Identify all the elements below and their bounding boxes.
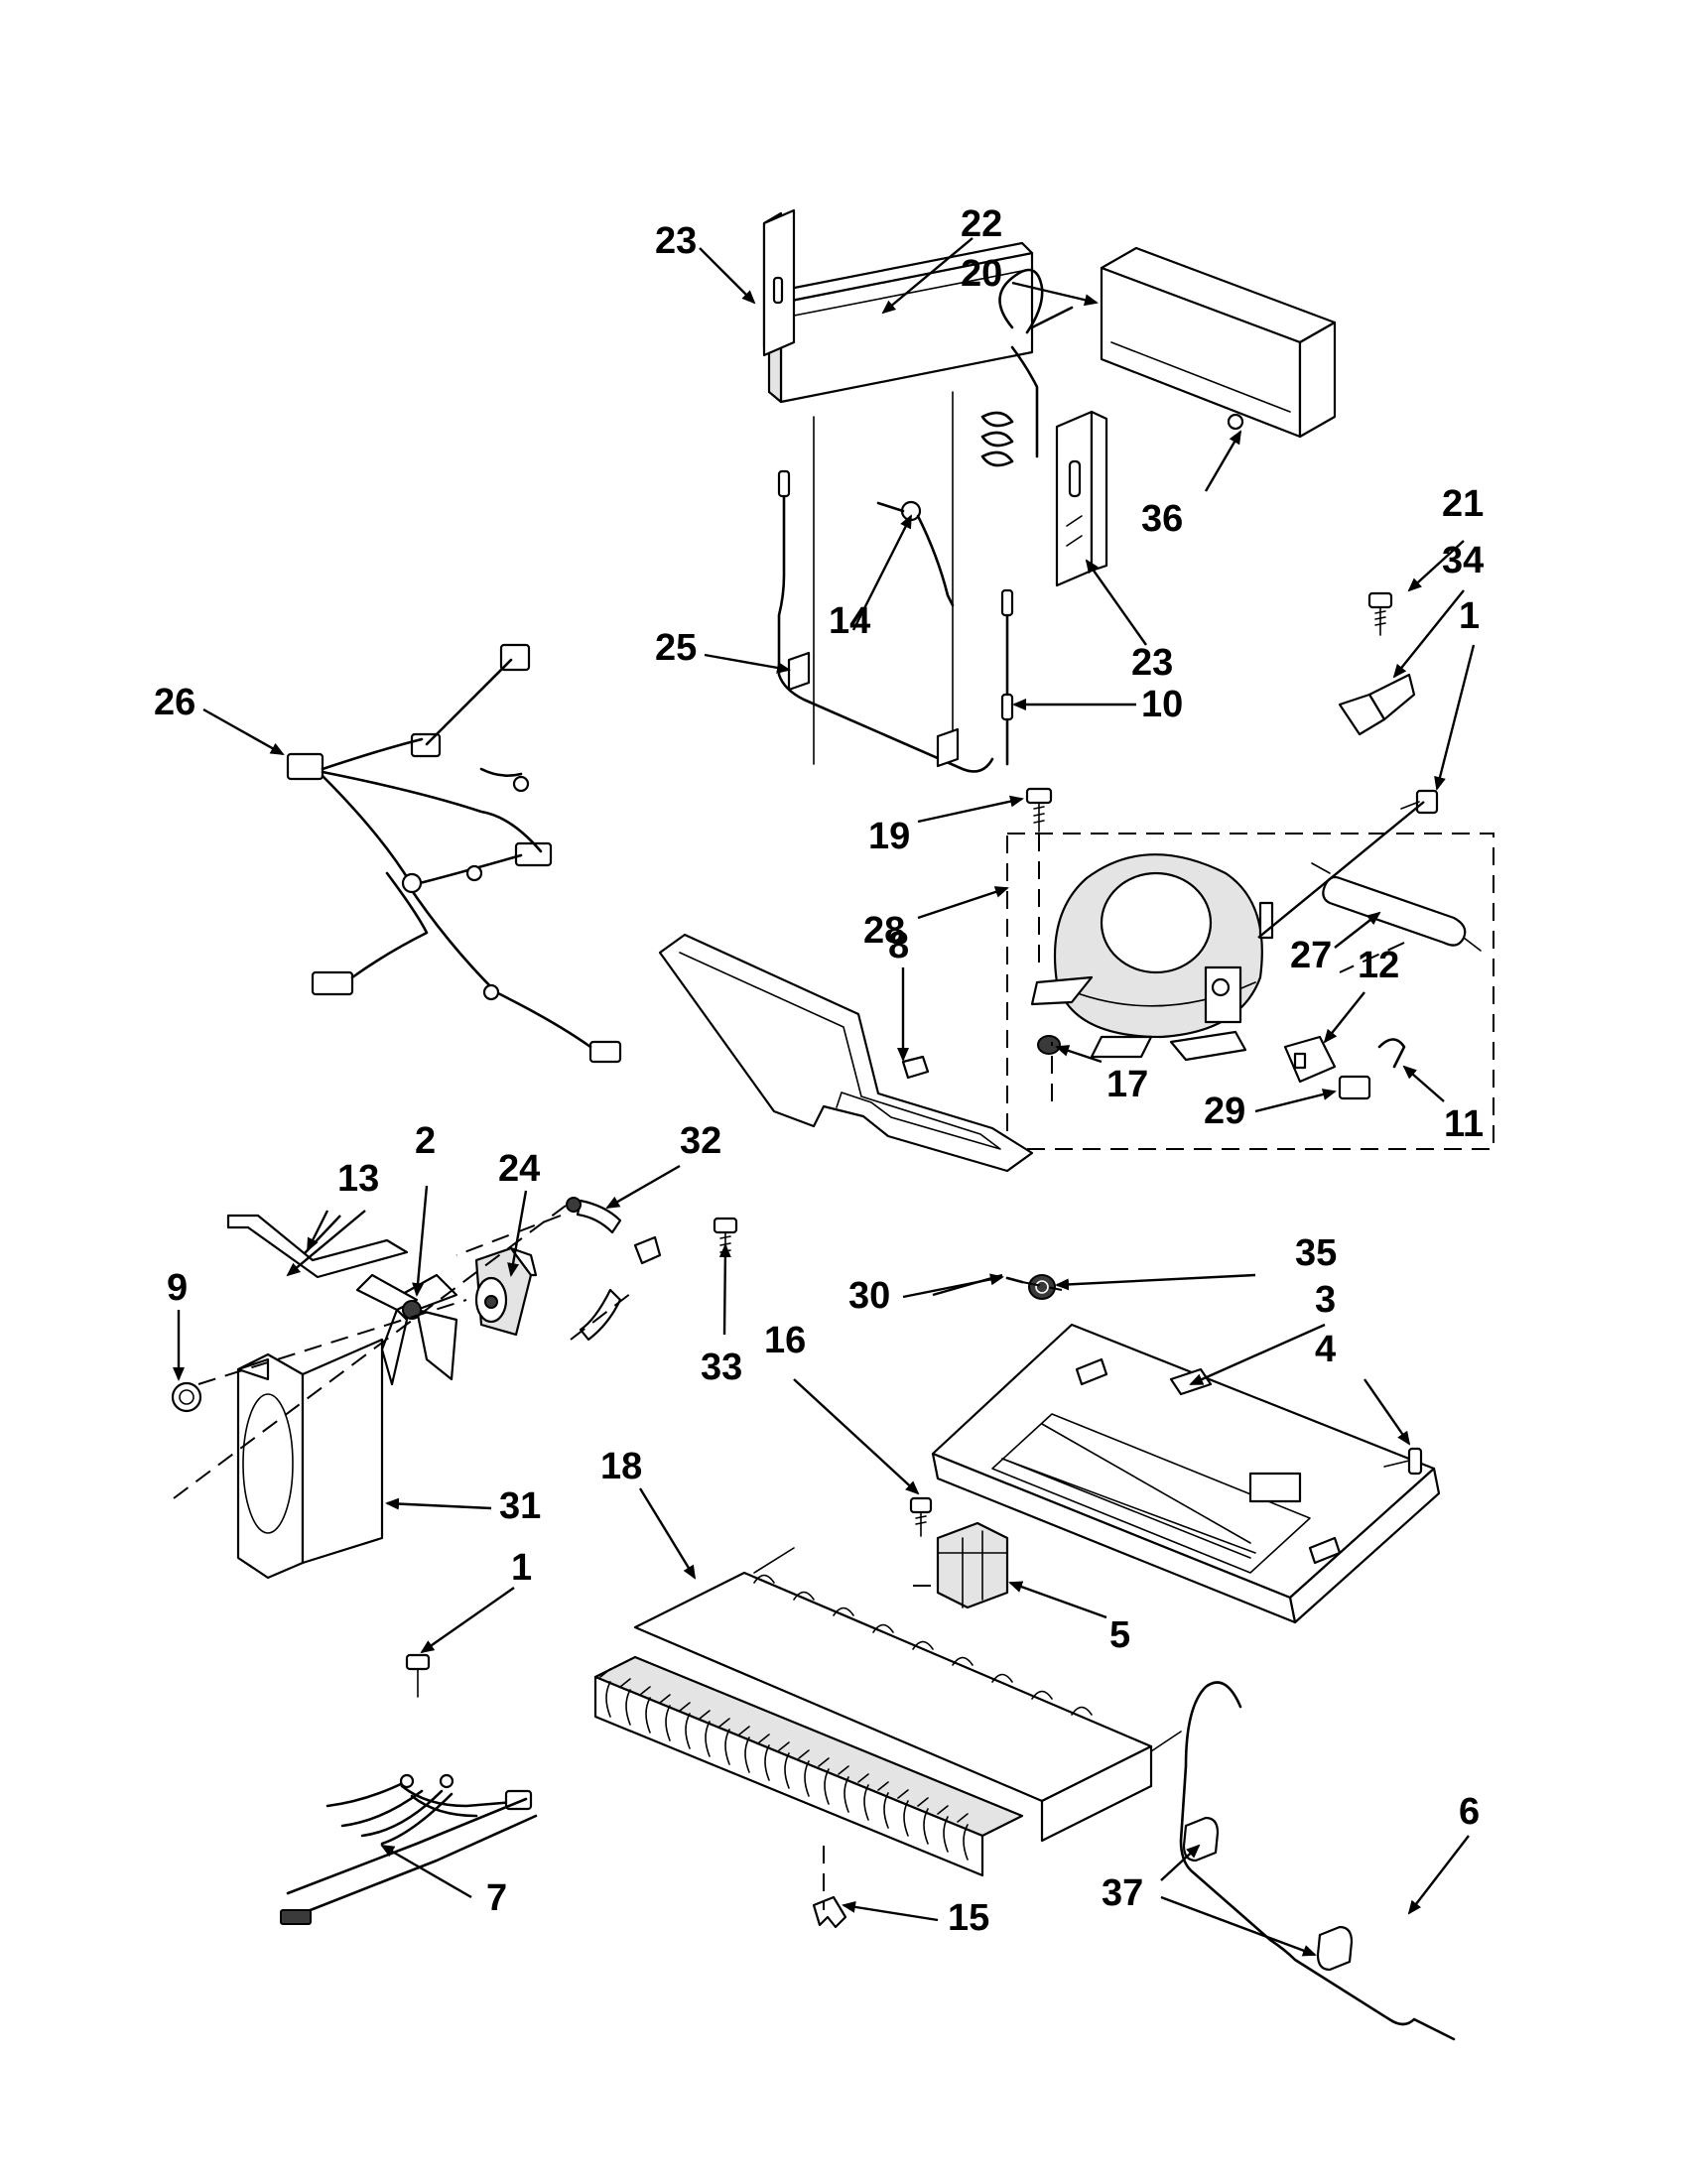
callout-34: 34 bbox=[1442, 540, 1484, 581]
compressor-bumper bbox=[1028, 1274, 1056, 1300]
bracket-clip bbox=[1338, 673, 1416, 736]
callout-35: 35 bbox=[1295, 1232, 1337, 1274]
motor-grommet-bottom bbox=[579, 1235, 662, 1342]
condenser bbox=[593, 1547, 1182, 1877]
defrost-thermostat bbox=[876, 500, 955, 607]
callout-21: 21 bbox=[1442, 483, 1484, 525]
callout-14: 14 bbox=[829, 600, 870, 642]
wiring-harness-lower bbox=[280, 1653, 538, 1925]
wire-harness bbox=[286, 643, 622, 1064]
motor-grommet-top bbox=[566, 1197, 622, 1234]
shroud-grommet bbox=[171, 1381, 202, 1413]
callout-16: 16 bbox=[764, 1320, 806, 1361]
callout-29: 29 bbox=[1204, 1091, 1245, 1132]
filter-drier bbox=[1311, 862, 1482, 952]
callout-1-bottom: 1 bbox=[511, 1547, 532, 1589]
callout-labels: 23 22 20 36 21 34 1 14 23 25 10 26 19 28… bbox=[154, 203, 1484, 1939]
callout-22: 22 bbox=[961, 203, 1002, 245]
evaporator-cover bbox=[1100, 246, 1337, 439]
evaporator-assembly bbox=[762, 211, 1074, 467]
callout-19: 19 bbox=[868, 816, 910, 857]
callout-9-label: 9 bbox=[167, 1267, 188, 1309]
callout-28: 28 bbox=[863, 910, 905, 952]
callout-11: 11 bbox=[1444, 1103, 1484, 1145]
tube-clamp-lower bbox=[1316, 1925, 1354, 1972]
compressor bbox=[1030, 853, 1274, 1062]
shroud-gasket bbox=[226, 1214, 409, 1279]
callout-6: 6 bbox=[1459, 1791, 1480, 1833]
callout-5: 5 bbox=[1109, 1614, 1130, 1656]
callout-17: 17 bbox=[1106, 1064, 1148, 1105]
evaporator-side-bracket-right bbox=[1055, 410, 1108, 587]
evaporator-back-panel bbox=[777, 391, 1014, 773]
start-relay bbox=[1283, 1035, 1337, 1084]
callout-13: 13 bbox=[337, 1158, 379, 1200]
condenser-tube bbox=[1179, 1681, 1456, 2041]
machine-compartment-base bbox=[931, 1323, 1441, 1624]
mounting-screw-top bbox=[1367, 591, 1393, 636]
callout-25: 25 bbox=[655, 627, 697, 669]
callout-10: 10 bbox=[1141, 684, 1183, 725]
cover-screw bbox=[1227, 413, 1244, 431]
compressor-stud-screw bbox=[1025, 787, 1053, 833]
callout-23-right: 23 bbox=[1131, 642, 1173, 684]
insulation-block bbox=[936, 1521, 1009, 1609]
callout-2: 2 bbox=[415, 1120, 436, 1162]
callout-33-label: 33 bbox=[701, 1347, 742, 1388]
callout-31: 31 bbox=[499, 1485, 541, 1527]
fan-shroud bbox=[236, 1338, 384, 1580]
callout-leaders bbox=[173, 237, 1476, 1957]
base-mount-screw bbox=[909, 1496, 933, 1537]
callout-12: 12 bbox=[1358, 945, 1399, 986]
callout-27: 27 bbox=[1290, 935, 1332, 976]
compressor-side-screw bbox=[1400, 789, 1439, 815]
base-screw bbox=[1383, 1447, 1423, 1476]
evaporator-side-bracket-left bbox=[762, 208, 796, 357]
fan-motor bbox=[474, 1246, 538, 1337]
relay-clip bbox=[1377, 1038, 1406, 1069]
compressor-assembly-box bbox=[1006, 833, 1494, 1150]
callout-7-label: 7 bbox=[486, 1877, 507, 1919]
mounting-pin bbox=[1005, 1276, 1024, 1284]
callout-23-left: 23 bbox=[655, 220, 697, 262]
callout-24: 24 bbox=[498, 1148, 540, 1190]
callout-8: 8 bbox=[888, 925, 909, 966]
callout-30: 30 bbox=[848, 1275, 890, 1317]
overload-protector bbox=[1338, 1075, 1371, 1100]
callout-37: 37 bbox=[1102, 1872, 1143, 1914]
callout-15: 15 bbox=[948, 1897, 989, 1939]
callout-1-top: 1 bbox=[1459, 595, 1480, 637]
callout-18: 18 bbox=[600, 1446, 642, 1487]
drain-pan bbox=[658, 933, 1034, 1173]
condenser-clip bbox=[812, 1895, 847, 1929]
callout-4: 4 bbox=[1315, 1329, 1336, 1370]
callout-3: 3 bbox=[1315, 1279, 1336, 1321]
compressor-grommet bbox=[1037, 1035, 1061, 1055]
callout-26: 26 bbox=[154, 682, 195, 723]
callout-32: 32 bbox=[680, 1120, 721, 1162]
callout-36: 36 bbox=[1141, 498, 1183, 540]
callout-20: 20 bbox=[961, 253, 1002, 295]
